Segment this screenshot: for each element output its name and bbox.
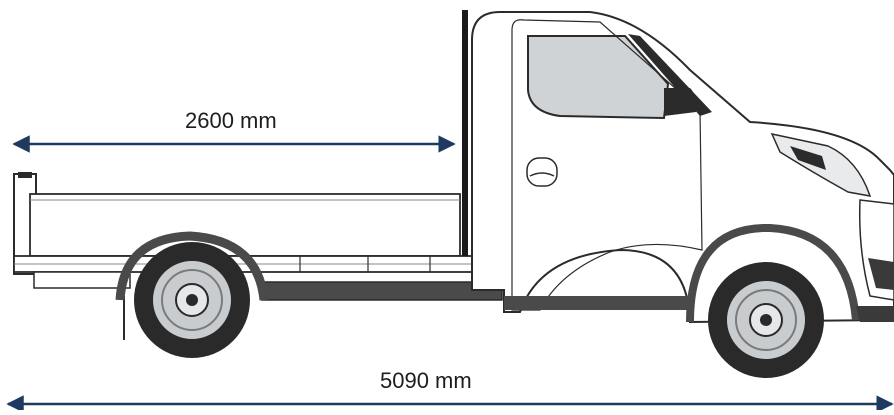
cab xyxy=(471,11,894,324)
chassis-side-rail xyxy=(261,281,503,301)
cargo-length-label: 2600 mm xyxy=(185,108,277,133)
rear-wheel-arch xyxy=(115,231,269,301)
rear-wheel xyxy=(134,242,250,358)
front-wheel xyxy=(708,262,824,378)
overall-length-label: 5090 mm xyxy=(380,368,472,393)
